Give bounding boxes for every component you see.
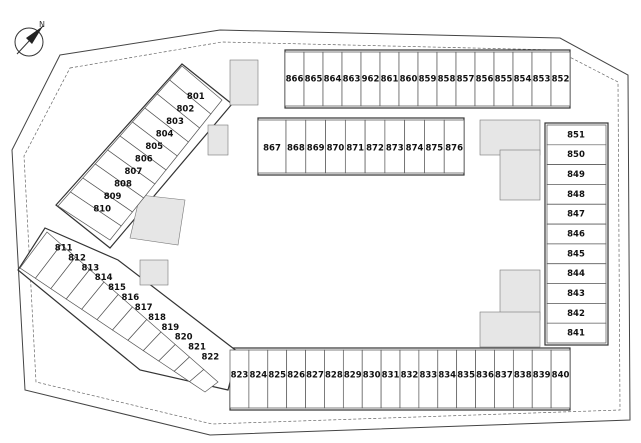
unit-label-818: 818: [148, 313, 166, 323]
unit-room: [443, 119, 465, 174]
unit-label-806: 806: [135, 154, 153, 164]
unit-label-801: 801: [187, 92, 205, 102]
unit-label-804: 804: [156, 129, 174, 139]
unit-label-869: 869: [307, 144, 325, 154]
unit-rooms: [19, 51, 607, 409]
unit-label-825: 825: [268, 371, 286, 381]
unit-label-876: 876: [445, 144, 463, 154]
unit-label-838: 838: [514, 371, 532, 381]
unit-label-827: 827: [306, 371, 324, 381]
unit-label-803: 803: [166, 117, 184, 127]
site-boundary: [11, 29, 631, 436]
unit-label-857: 857: [457, 75, 475, 85]
unit-label-835: 835: [457, 371, 475, 381]
unit-label-863: 863: [343, 75, 361, 85]
unit-label-864: 864: [324, 75, 342, 85]
unit-label-808: 808: [114, 179, 132, 189]
unit-label-840: 840: [552, 371, 570, 381]
unit-label-850: 850: [567, 150, 585, 160]
unit-label-962: 962: [362, 75, 380, 85]
unit-room: [546, 322, 607, 344]
unit-label-813: 813: [81, 263, 99, 273]
unit-label-829: 829: [344, 371, 362, 381]
unit-label-860: 860: [400, 75, 418, 85]
unit-label-855: 855: [495, 75, 513, 85]
unit-label-834: 834: [438, 371, 456, 381]
unit-label-809: 809: [104, 192, 122, 202]
unit-label-865: 865: [305, 75, 323, 85]
compass-label: N: [39, 20, 45, 29]
unit-label-837: 837: [495, 371, 513, 381]
unit-label-866: 866: [286, 75, 304, 85]
unit-label-854: 854: [514, 75, 532, 85]
unit-label-833: 833: [419, 371, 437, 381]
unit-label-821: 821: [188, 343, 206, 353]
unit-label-858: 858: [438, 75, 456, 85]
unit-label-846: 846: [567, 230, 585, 240]
setback-line: [23, 41, 621, 425]
unit-room: [550, 349, 571, 409]
unit-label-856: 856: [476, 75, 494, 85]
unit-label-811: 811: [55, 243, 73, 253]
unit-label-822: 822: [201, 353, 219, 363]
unit-label-873: 873: [386, 144, 404, 154]
unit-label-845: 845: [567, 249, 585, 259]
unit-label-852: 852: [552, 75, 570, 85]
unit-label-816: 816: [121, 293, 139, 303]
unit-label-830: 830: [363, 371, 381, 381]
unit-label-826: 826: [287, 371, 305, 381]
unit-label-817: 817: [135, 303, 153, 313]
unit-label-861: 861: [381, 75, 399, 85]
unit-label-844: 844: [567, 269, 585, 279]
unit-label-847: 847: [567, 210, 585, 220]
unit-label-802: 802: [177, 104, 195, 114]
north-arrow-icon: N: [14, 20, 45, 57]
unit-label-814: 814: [95, 273, 113, 283]
unit-label-815: 815: [108, 283, 126, 293]
unit-label-823: 823: [231, 371, 249, 381]
unit-label-836: 836: [476, 371, 494, 381]
unit-label-871: 871: [346, 144, 364, 154]
unit-label-810: 810: [93, 204, 111, 214]
unit-label-843: 843: [567, 289, 585, 299]
unit-label-875: 875: [425, 144, 443, 154]
unit-label-831: 831: [382, 371, 400, 381]
unit-room: [189, 369, 219, 393]
unit-label-867: 867: [263, 144, 281, 154]
unit-label-832: 832: [401, 371, 419, 381]
unit-label-870: 870: [327, 144, 345, 154]
unit-label-874: 874: [406, 144, 424, 154]
unit-label-841: 841: [567, 329, 585, 339]
unit-label-839: 839: [533, 371, 551, 381]
unit-label-819: 819: [161, 323, 179, 333]
unit-label-824: 824: [249, 371, 267, 381]
unit-label-807: 807: [125, 167, 143, 177]
unit-label-848: 848: [567, 190, 585, 200]
unit-label-868: 868: [287, 144, 305, 154]
unit-label-872: 872: [366, 144, 384, 154]
unit-label-842: 842: [567, 309, 585, 319]
unit-label-851: 851: [567, 130, 585, 140]
unit-label-805: 805: [145, 142, 163, 152]
unit-room: [57, 191, 122, 241]
unit-label-859: 859: [419, 75, 437, 85]
unit-label-828: 828: [325, 371, 343, 381]
unit-label-812: 812: [68, 253, 86, 263]
unit-label-820: 820: [175, 333, 193, 343]
unit-room: [550, 51, 571, 107]
unit-label-849: 849: [567, 170, 585, 180]
unit-label-853: 853: [533, 75, 551, 85]
